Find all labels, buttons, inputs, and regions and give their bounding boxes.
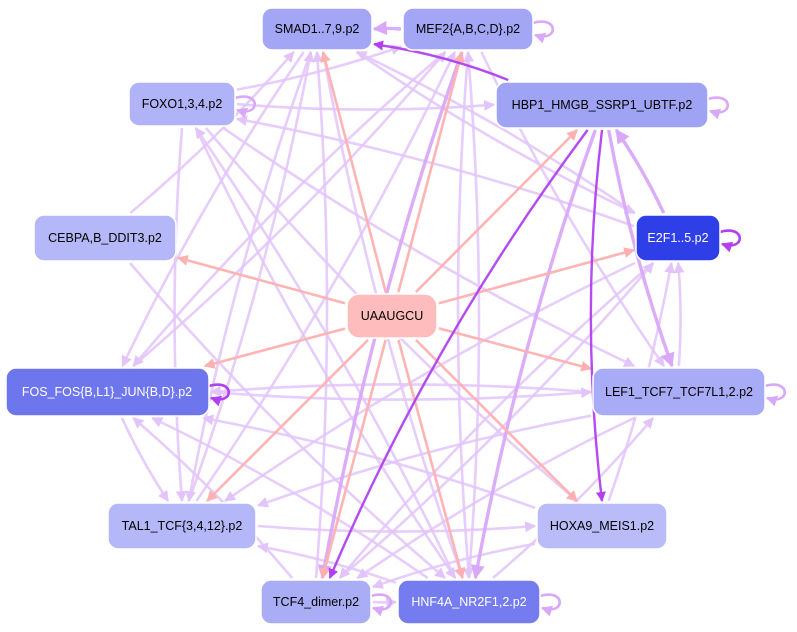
node-label: HOXA9_MEIS1.p2 [550,519,654,533]
node-label: TAL1_TCF{3,4,12}.p2 [122,519,243,533]
edge-UAAUGCU-to-mef2 [397,50,465,293]
edge-tcf4-to-smad [312,50,329,579]
edge-hnf4a-to-foxo [194,127,457,579]
edge-UAAUGCU-to-hnf4a [397,339,466,580]
self-loop-hbp1 [707,96,729,120]
edge-mef2-to-smad [372,20,402,36]
node-mef2[interactable]: MEF2{A,B,C,D}.p2 [402,7,534,51]
self-loop-tcf4 [370,593,392,617]
edge-hbp1-to-tcf4 [328,129,589,579]
node-foxo[interactable]: FOXO1,3,4.p2 [128,81,236,127]
edge-e2f-to-foxo [235,115,635,228]
node-smad[interactable]: SMAD1..7,9.p2 [261,7,373,51]
edge-fos-to-mef2 [132,51,447,367]
self-loop-e2f [719,229,741,253]
nodes-layer: SMAD1..7,9.p2 MEF2{A,B,C,D}.p2 FOXO1,3,4… [5,7,766,625]
edge-fos-to-tal1 [120,417,170,502]
edges-layer [120,20,685,609]
node-label: HBP1_HMGB_SSRP1_UBTF.p2 [512,98,693,112]
self-loop-hnf4a [539,593,561,617]
node-label: HNF4A_NR2F1,2.p2 [411,595,526,609]
node-cebpa[interactable]: CEBPA,B_DDIT3.p2 [33,214,177,262]
node-label: TCF4_dimer.p2 [273,595,359,609]
edge-cebpa-to-smad [129,51,295,214]
node-label: LEF1_TCF7_TCF7L1,2.p2 [605,385,753,399]
edge-lef1-to-e2f [673,261,685,367]
edge-hnf4a-to-fos [151,416,429,580]
node-label: FOS_FOS{B,L1}_JUN{B,D}.p2 [22,385,192,399]
edge-tal1-to-hoxa9 [257,521,537,533]
self-loop-lef1 [764,383,786,407]
edge-smad-to-fos [121,51,305,367]
node-label: FOXO1,3,4.p2 [142,97,223,111]
edge-UAAUGCU-to-smad [320,50,387,293]
node-tal1[interactable]: TAL1_TCF{3,4,12}.p2 [107,502,257,550]
edge-UAAUGCU-to-lef1 [438,327,593,372]
edge-UAAUGCU-to-tcf4 [319,339,387,580]
self-loop-foxo [234,95,256,119]
edge-mef2-to-hnf4a [456,51,474,580]
node-hbp1[interactable]: HBP1_HMGB_SSRP1_UBTF.p2 [495,81,709,129]
edge-hnf4a-to-mef2 [463,50,481,579]
edge-fos-to-lef1 [210,387,593,401]
center-node-label: UAAUGCU [361,309,424,323]
node-lef1[interactable]: LEF1_TCF7_TCF7L1,2.p2 [592,367,766,417]
node-hnf4a[interactable]: HNF4A_NR2F1,2.p2 [397,579,541,625]
node-tcf4[interactable]: TCF4_dimer.p2 [260,579,372,625]
edge-smad-to-e2f [355,50,636,215]
edge-UAAUGCU-to-e2f [438,247,636,305]
edge-mef2-to-fos [132,51,447,367]
edge-tal1-to-mef2 [195,51,456,502]
edge-UAAUGCU-to-cebpa [176,255,346,305]
edge-foxo-to-hnf4a [194,127,457,579]
self-loop-fos [208,383,230,407]
self-loop-mef2 [532,20,554,44]
edge-foxo-to-hbp1 [236,100,496,111]
node-label: MEF2{A,B,C,D}.p2 [416,22,520,36]
edge-UAAUGCU-to-tal1 [206,339,369,502]
edge-hoxa9-to-fos [202,414,536,510]
edge-e2f-to-hbp1 [614,128,666,214]
edge-e2f-to-tal1 [224,261,636,503]
node-hoxa9[interactable]: HOXA9_MEIS1.p2 [536,502,668,550]
node-label: SMAD1..7,9.p2 [275,22,360,36]
self-loops-layer [208,20,786,617]
edge-hbp1-to-hoxa9 [589,129,606,503]
node-label: CEBPA,B_DDIT3.p2 [48,231,162,245]
edge-hbp1-to-smad [373,40,509,82]
edge-UAAUGCU-to-hbp1 [414,129,579,293]
node-e2f[interactable]: E2F1..5.p2 [635,214,721,262]
edge-lef1-to-tcf4 [356,416,635,580]
edge-foxo-to-lef1 [222,126,636,368]
edge-tcf4-to-fos [132,417,294,579]
node-fos[interactable]: FOS_FOS{B,L1}_JUN{B,D}.p2 [5,367,210,417]
edge-e2f-to-smad [355,50,636,215]
edge-UAAUGCU-to-fos [203,327,346,369]
edge-foxo-to-mef2 [236,44,403,91]
edge-lef1-to-tal1 [256,414,592,508]
node-label: E2F1..5.p2 [647,231,708,245]
node-center-uaaugcu[interactable]: UAAUGCU [346,293,438,339]
